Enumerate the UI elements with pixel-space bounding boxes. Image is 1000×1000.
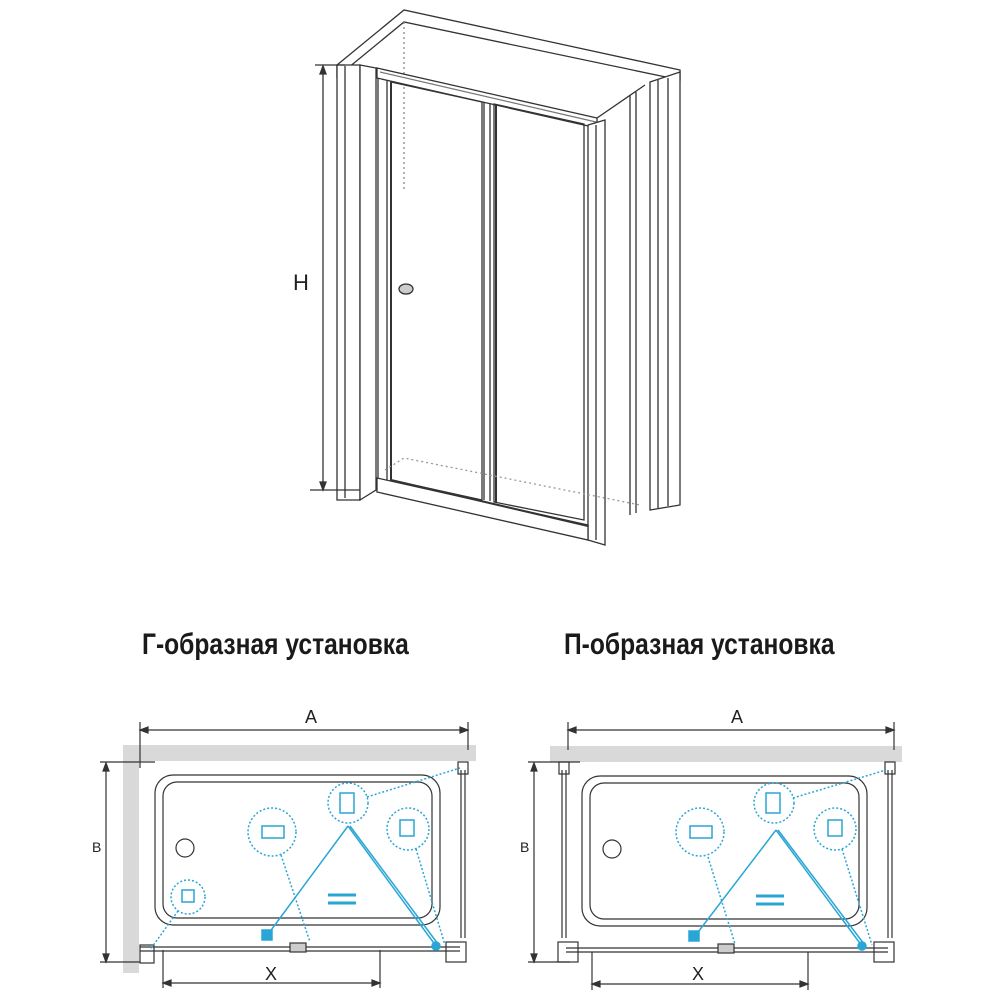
height-label: H [293, 270, 309, 295]
u-depth-label: B [520, 839, 529, 855]
u-opening-label: X [692, 964, 704, 984]
sliding-arrows-icon [328, 893, 356, 905]
u-width-label: A [731, 707, 743, 727]
l-shape-title: Г-образная установка [142, 628, 409, 661]
sliding-arrows-icon [756, 894, 784, 906]
l-width-label: A [305, 707, 317, 727]
l-depth-label: B [92, 839, 101, 855]
shower-door-perspective: H [293, 9, 681, 546]
l-opening-label: X [265, 964, 277, 984]
u-shape-title: П-образная установка [564, 628, 835, 661]
